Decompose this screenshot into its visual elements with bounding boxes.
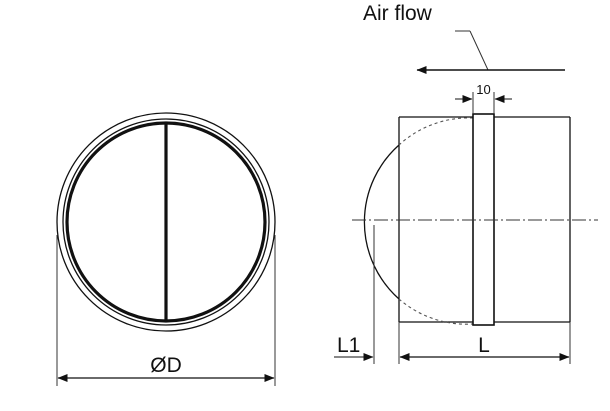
side-view: 10 L1 L Air flow — [334, 2, 598, 364]
l-label: L — [478, 334, 490, 357]
blade-swing-arc-dashed-bottom — [398, 298, 474, 325]
width-label: 10 — [476, 82, 490, 97]
front-view: ØD — [56, 112, 276, 386]
outer-rim-circle — [56, 112, 276, 332]
l1-label: L1 — [337, 334, 360, 357]
air-flow-leader-diagonal — [469, 30, 489, 71]
blade-swing-arc-dashed-top — [398, 117, 474, 146]
blade-swing-arc-solid — [363, 144, 400, 300]
air-flow-label: Air flow — [363, 2, 433, 25]
flange-ring — [472, 113, 495, 326]
flange-circle — [62, 118, 270, 326]
diameter-label: ØD — [150, 354, 182, 377]
